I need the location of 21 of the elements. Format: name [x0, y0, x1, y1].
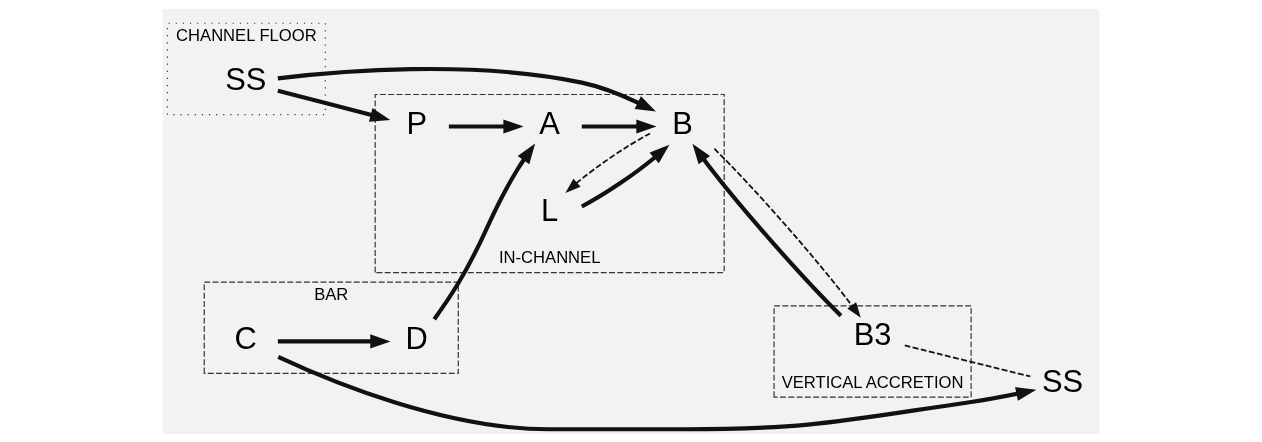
node-text: SS [225, 61, 267, 97]
arrow [448, 118, 524, 134]
arrow [277, 333, 391, 348]
arrow [277, 354, 1037, 431]
node-text: SS [1041, 363, 1084, 399]
arrow [277, 66, 656, 112]
node-text: B3 [853, 316, 892, 352]
node-text: C [234, 320, 257, 356]
node-text: D [405, 320, 428, 356]
arrow [692, 143, 843, 317]
arrow [565, 132, 651, 193]
arrow [432, 143, 536, 320]
arrow [277, 88, 391, 122]
connector [903, 344, 1032, 377]
node-text: L [541, 192, 559, 228]
arrow [580, 144, 670, 208]
node-text: A [539, 105, 560, 141]
arrow [581, 118, 657, 134]
node-text: P [406, 105, 428, 141]
node-text: B [672, 105, 693, 141]
arrow [713, 147, 861, 318]
